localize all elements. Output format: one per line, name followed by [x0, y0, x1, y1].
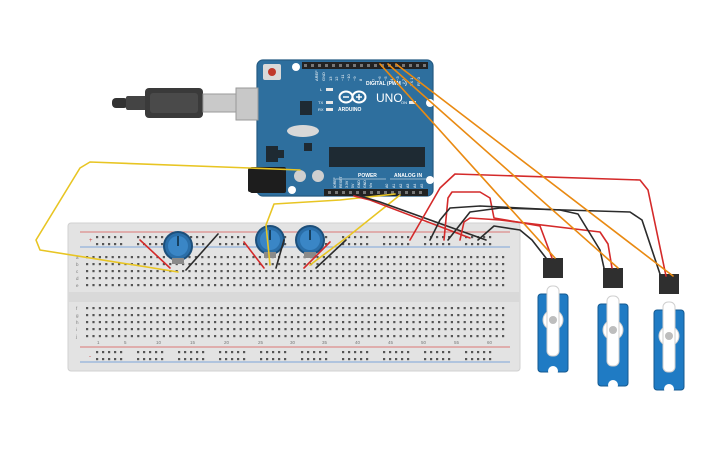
rail-plus-label: +	[89, 238, 93, 244]
row-letter: a	[76, 255, 79, 260]
power-pin-label: 3.3V	[345, 180, 349, 188]
column-number: 20	[224, 340, 230, 345]
wire-red[interactable]	[409, 173, 667, 277]
wire-black[interactable]	[477, 225, 547, 259]
barrel-jack	[250, 167, 286, 193]
usb-port	[235, 87, 259, 121]
digital-pin-label: 4	[389, 78, 394, 81]
column-number: 10	[156, 340, 162, 345]
rail-minus-label: -	[89, 354, 91, 360]
power-pin-label: GND	[357, 180, 361, 188]
column-number: 45	[388, 340, 394, 345]
board-model: UNO	[376, 91, 403, 105]
digital-pin-label: ~11	[340, 74, 345, 81]
column-number: 35	[322, 340, 328, 345]
aref-label: AREF	[314, 70, 319, 81]
power-analog-header[interactable]	[324, 189, 428, 196]
digital-header[interactable]	[302, 62, 428, 69]
column-number: 60	[487, 340, 493, 345]
wire-red[interactable]	[459, 217, 613, 269]
potentiometer-1[interactable]	[163, 231, 193, 264]
digital-pin-label: 8	[358, 78, 363, 81]
wire-yellow[interactable]	[35, 161, 301, 273]
board-brand: ARDUINO	[338, 107, 361, 113]
power-pin-label: Vin	[369, 183, 373, 188]
wire-black[interactable]	[359, 195, 487, 241]
wire-red[interactable]	[139, 239, 171, 269]
row-letter: h	[76, 320, 79, 325]
power-pin-label: IOREF	[333, 177, 337, 188]
breadboard[interactable]: + - 1 5 10 15 20 25 30 35 40 45 50 55 60…	[67, 222, 521, 372]
microcontroller-chip	[329, 147, 425, 167]
wire-yellow[interactable]	[309, 194, 401, 266]
arduino-uno-board[interactable]: AREF GND 13 12 ~11 ~10 ~9 8 7 ~6 ~5 4 ~3…	[235, 59, 434, 197]
power-pin-label: RESET	[339, 175, 343, 188]
analog-pin-label: A4	[413, 184, 417, 188]
digital-header-label: DIGITAL (PWM ~)	[366, 81, 407, 87]
analog-pin-label: A2	[399, 184, 403, 188]
digital-pin-label: ~5	[383, 76, 388, 81]
digital-pin-label: 12	[334, 76, 339, 81]
column-number: 40	[355, 340, 361, 345]
wire-orange[interactable]	[379, 63, 556, 259]
row-letter: i	[76, 327, 77, 332]
row-letter: e	[76, 283, 79, 288]
wire-black[interactable]	[315, 239, 347, 269]
column-number: 15	[190, 340, 196, 345]
digital-pin-label: ~9	[352, 76, 357, 81]
row-letter: b	[76, 262, 79, 267]
led-l-label: L	[320, 87, 323, 92]
servo-2[interactable]	[597, 268, 629, 390]
wire-orange[interactable]	[395, 63, 674, 277]
column-number: 25	[258, 340, 264, 345]
led-tx-label: TX	[318, 100, 323, 105]
column-number: 1	[97, 340, 100, 345]
wire-red[interactable]	[243, 241, 265, 269]
potentiometer-3[interactable]	[295, 225, 325, 258]
servo-3[interactable]	[653, 274, 685, 394]
column-number: 5	[124, 340, 127, 345]
led-rx-label: RX	[318, 107, 324, 112]
wire-yellow[interactable]	[265, 193, 396, 266]
power-pin-label: 5V	[351, 183, 355, 188]
bottom-pin-row[interactable]	[328, 191, 422, 194]
led-on-label: ON	[401, 100, 407, 105]
row-letter: c	[76, 269, 79, 274]
wire-black[interactable]	[185, 233, 219, 271]
analog-pin-label: A3	[406, 184, 410, 188]
wire-orange[interactable]	[387, 63, 619, 269]
row-letter: g	[76, 313, 79, 318]
gnd-label: GND	[321, 72, 326, 81]
row-letter: f	[76, 306, 78, 311]
digital-pin-label: 13	[328, 76, 333, 81]
power-header-label: POWER	[358, 173, 377, 179]
analog-pin-label: A5	[420, 184, 424, 188]
digital-pin-label: 7	[371, 78, 376, 81]
digital-pin-label: ~3	[395, 76, 400, 81]
digital-pin-label: 2	[401, 78, 406, 81]
wire-red[interactable]	[303, 241, 331, 269]
column-number: 30	[290, 340, 296, 345]
wire-black[interactable]	[447, 207, 661, 275]
row-letter: j	[75, 334, 77, 339]
wire-black[interactable]	[275, 239, 285, 269]
column-number: 50	[421, 340, 427, 345]
analog-pin-label: A0	[385, 184, 389, 188]
servo-1[interactable]	[537, 258, 569, 376]
analog-pin-label: A1	[392, 184, 396, 188]
digital-pin-label: ~10	[346, 73, 351, 81]
digital-pin-label: TX 1	[409, 77, 414, 86]
digital-pin-label: ~6	[377, 76, 382, 81]
row-letter: d	[76, 276, 79, 281]
analog-header-label: ANALOG IN	[394, 173, 422, 179]
arduino-logo-icon	[338, 90, 367, 104]
power-pin-label: GND	[363, 180, 367, 188]
usb-cable-icon[interactable]	[112, 88, 237, 118]
column-number: 55	[454, 340, 460, 345]
